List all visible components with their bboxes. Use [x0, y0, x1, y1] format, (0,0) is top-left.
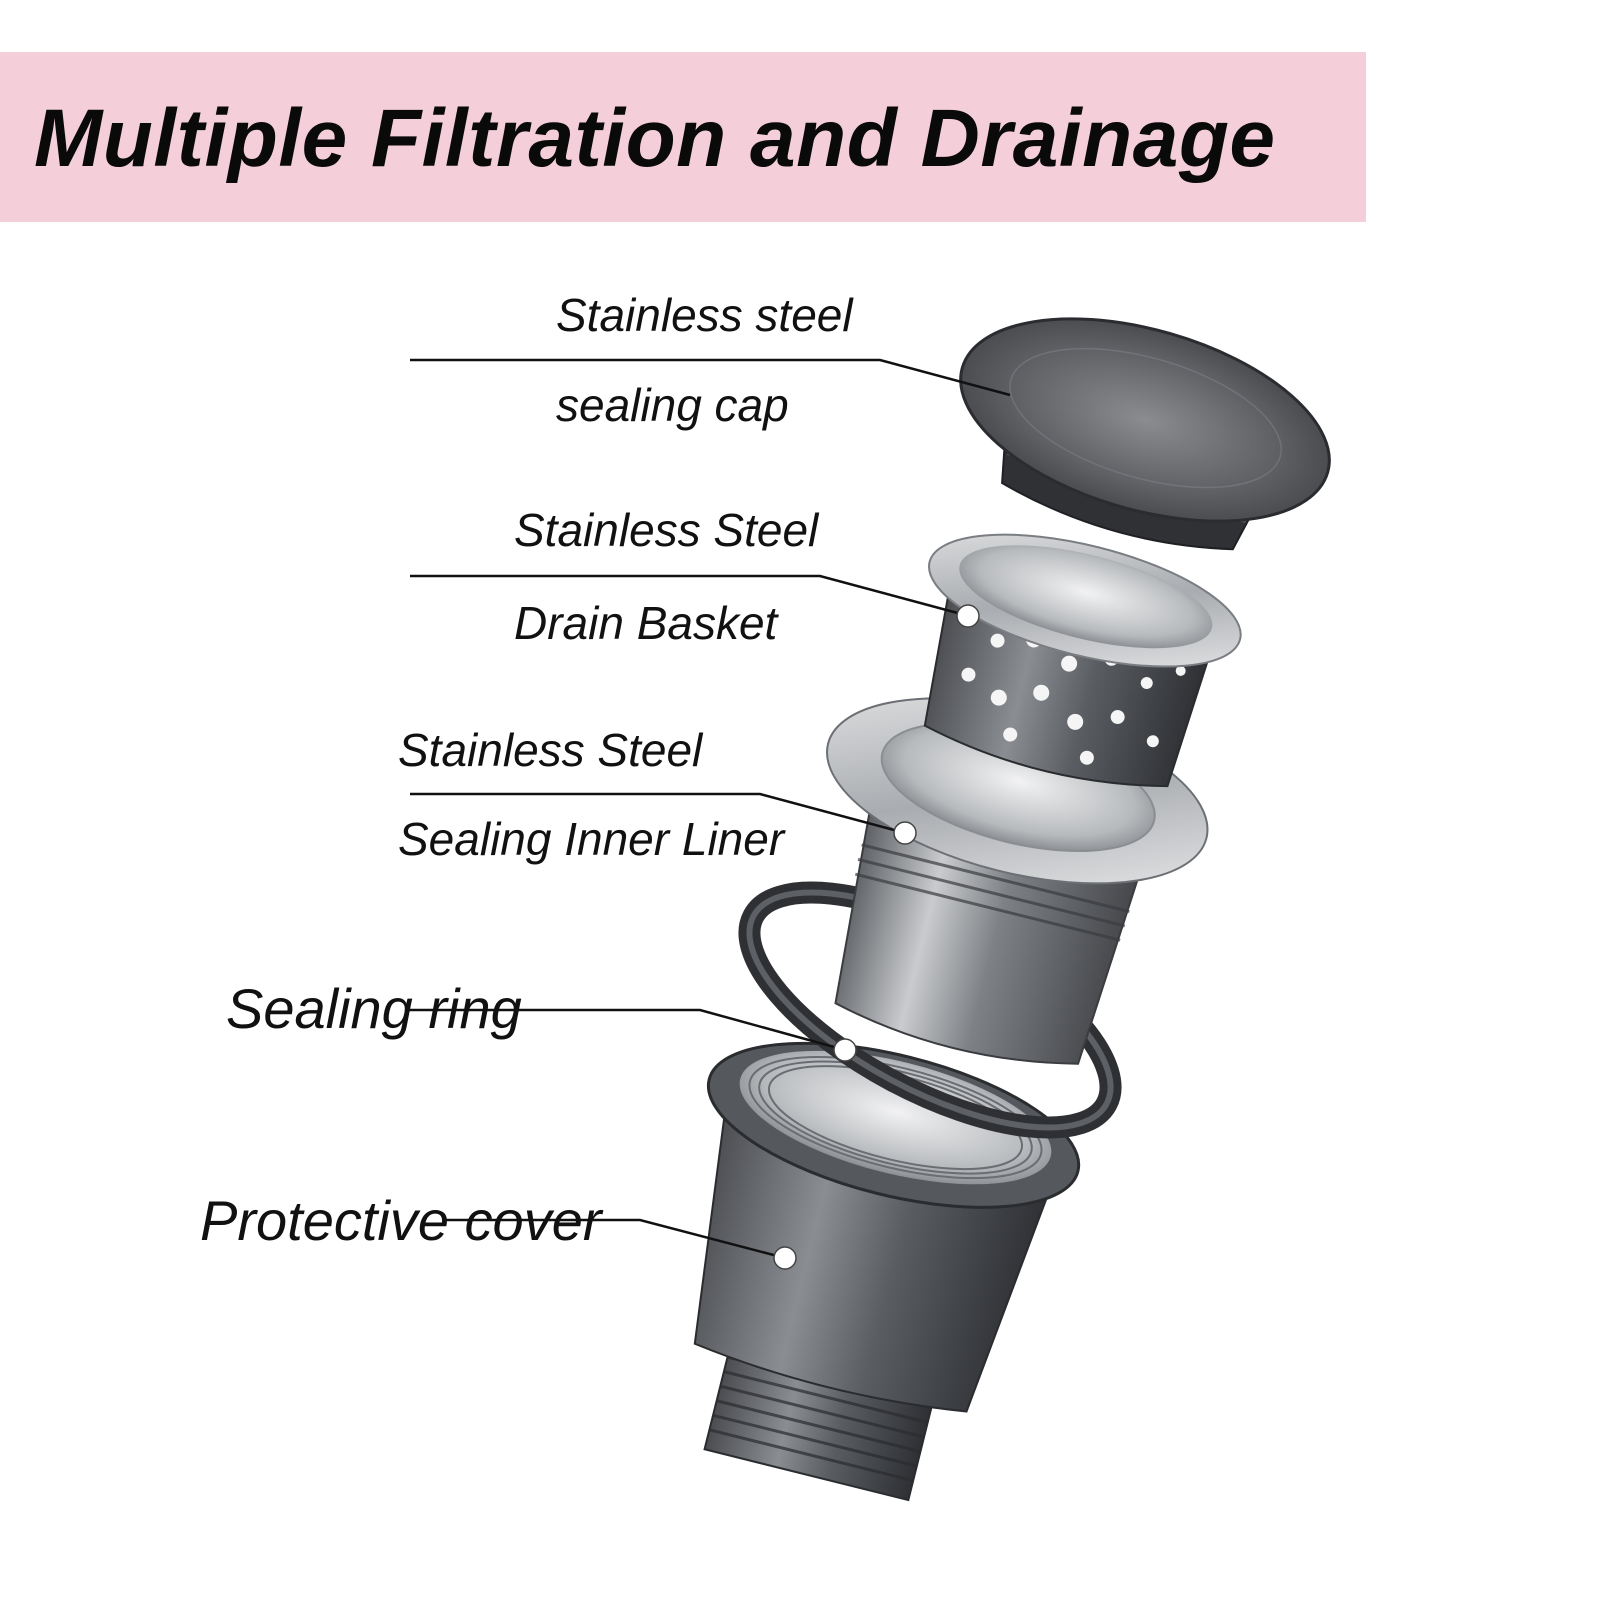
- liner-label-line2: Sealing Inner Liner: [398, 813, 785, 865]
- cap-leader: [410, 358, 1011, 397]
- liner-leader: [410, 792, 906, 835]
- ring-label: Sealing ring: [226, 977, 522, 1040]
- basket-label-line1: Stainless Steel: [514, 504, 819, 556]
- cover-dot: [773, 1246, 797, 1270]
- sealing-cap-part: [959, 317, 1331, 551]
- basket-label-line2: Drain Basket: [514, 597, 778, 649]
- cover-label: Protective cover: [200, 1189, 602, 1252]
- basket-leader: [410, 574, 966, 617]
- cap-label-line1: Stainless steel: [556, 289, 853, 341]
- basket-dot: [956, 604, 980, 628]
- ring-leader: [405, 1008, 846, 1052]
- liner-dot: [893, 821, 917, 845]
- callout-dots: [773, 604, 980, 1270]
- page-title: Multiple Filtration and Drainage: [34, 93, 1276, 184]
- ring-dot: [833, 1038, 857, 1062]
- liner-label-line1: Stainless Steel: [398, 724, 703, 776]
- cover-leader: [445, 1218, 786, 1260]
- drain-basket-part: [923, 533, 1242, 788]
- cap-label-line2: sealing cap: [556, 379, 789, 431]
- protective-cover-part: [693, 1041, 1081, 1502]
- leader-lines: [405, 358, 1011, 1260]
- title-banner: [0, 52, 1366, 222]
